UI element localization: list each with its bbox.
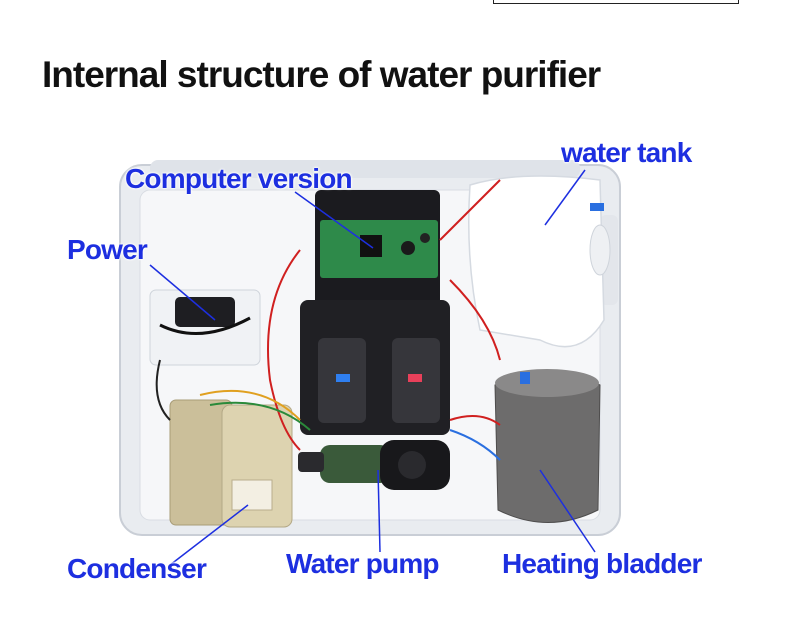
pointer-computer [294,191,374,249]
page-title: Internal structure of water purifier [42,54,601,95]
water-tank [468,175,611,348]
control-board [315,190,440,310]
pointer-pump [377,469,381,553]
heating-bladder [494,369,601,523]
wiring [155,179,501,461]
label-power: Power [67,234,148,265]
condenser-unit [169,399,293,528]
pointer-power [149,264,216,321]
top-frame-box [493,0,739,4]
pointer-heating [539,469,596,553]
pointer-condenser [169,504,249,566]
power-adapter [149,289,261,366]
label-water-tank: water tank [561,137,692,168]
label-computer-version: Computer version [125,163,353,194]
label-condenser: Condenser [67,553,207,584]
water-pump [298,440,450,490]
label-heating-bladder: Heating bladder [502,548,702,579]
pointer-tank [544,169,586,226]
label-water-pump: Water pump [286,548,440,579]
valve-block [300,300,450,435]
